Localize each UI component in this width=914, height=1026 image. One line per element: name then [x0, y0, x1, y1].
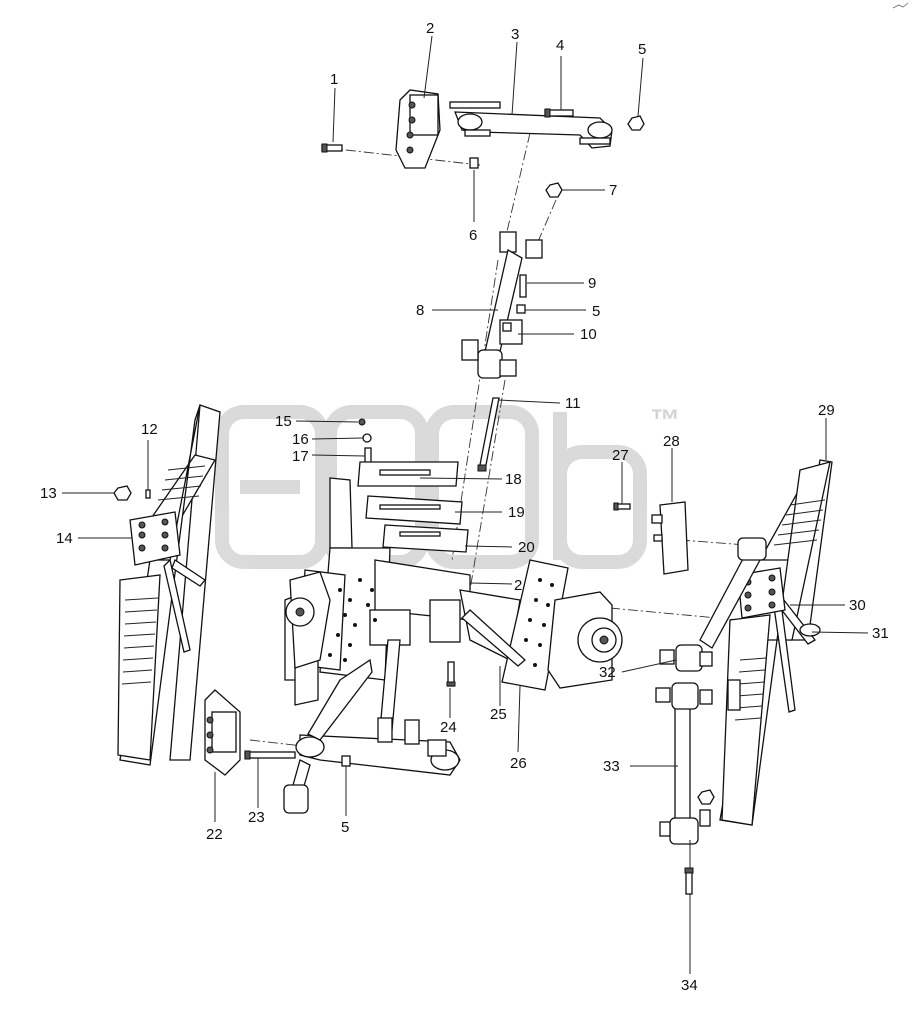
nut-near-33 [697, 789, 715, 805]
callout-7: 7 [609, 182, 617, 199]
callout-10: 10 [580, 326, 597, 343]
bracket-10 [499, 319, 523, 345]
side-plate-holes [518, 578, 554, 667]
callout-12: 12 [141, 421, 158, 438]
nut-5-middle [516, 304, 526, 314]
callout-18: 18 [505, 471, 522, 488]
fastener-stack-15-17 [358, 418, 372, 465]
callout-25: 25 [490, 706, 507, 723]
plate-28 [651, 501, 689, 575]
left-track-treads [121, 465, 206, 685]
pin-12 [145, 489, 151, 499]
callout-32: 32 [599, 664, 616, 681]
bolt-4 [544, 108, 574, 118]
callout-31: 31 [872, 625, 889, 642]
right-track-treads [734, 499, 826, 721]
corner-mark [892, 2, 909, 9]
plate-19 [365, 495, 463, 525]
bolt-23 [244, 750, 296, 760]
callout-13: 13 [40, 485, 57, 502]
lower-link-arm [283, 658, 461, 814]
nut-7 [545, 182, 563, 198]
long-bolt-11 [477, 397, 500, 472]
bracket-upper [395, 89, 441, 169]
trademark-symbol: ™ [650, 404, 680, 437]
vertical-link-arm [461, 231, 543, 379]
plate-20 [382, 524, 469, 553]
callout-24: 24 [440, 719, 457, 736]
nut-6 [469, 157, 479, 169]
upper-link-arm [449, 101, 613, 149]
right-drive-hub [547, 591, 623, 689]
nut-13 [113, 485, 132, 501]
left-drive-hub [285, 571, 331, 669]
callout-28: 28 [663, 433, 680, 450]
right-link-arm-32 [659, 537, 767, 672]
callout-3: 3 [511, 26, 519, 43]
right-track [719, 459, 833, 826]
leader-lines [62, 35, 869, 974]
callout-26: 26 [510, 755, 527, 772]
callout-1: 1 [330, 71, 338, 88]
callout-14: 14 [56, 530, 73, 547]
bolt-34 [684, 867, 694, 895]
bolt-1 [321, 143, 343, 153]
callout-15: 15 [275, 413, 292, 430]
callout-11: 11 [565, 395, 581, 412]
bracket-lower-22 [204, 689, 241, 776]
callout-27: 27 [612, 447, 629, 464]
callout-34: 34 [681, 977, 698, 994]
frame-bolt-holes [328, 578, 377, 662]
bolt-24 [446, 661, 456, 687]
callout-20: 20 [518, 539, 535, 556]
callout-5-top: 5 [638, 41, 646, 58]
plate-18 [357, 461, 459, 487]
nut-5-lower [341, 755, 351, 767]
callout-16: 16 [292, 431, 309, 448]
left-track [117, 404, 221, 766]
callout-9: 9 [588, 275, 596, 292]
callout-19: 19 [508, 504, 525, 521]
callout-5-lower: 5 [341, 819, 349, 836]
track-clamp-14 [129, 511, 181, 566]
callout-22: 22 [206, 826, 223, 843]
callout-8: 8 [416, 302, 424, 319]
callout-6: 6 [469, 227, 477, 244]
bolt-27 [613, 502, 631, 511]
right-link-arm-33 [655, 682, 713, 845]
callout-2-top: 2 [426, 20, 434, 37]
callout-labels: 1 2 3 4 5 6 7 8 9 5 10 11 12 13 14 15 16… [40, 20, 889, 994]
nut-5-top [627, 115, 645, 131]
pin-9 [519, 274, 527, 298]
callout-5-middle: 5 [592, 303, 600, 320]
callout-30: 30 [849, 597, 866, 614]
callout-2-middle: 2 [514, 577, 522, 594]
callout-29: 29 [818, 402, 835, 419]
callout-23: 23 [248, 809, 265, 826]
callout-33: 33 [603, 758, 620, 775]
callout-17: 17 [292, 448, 309, 465]
callout-4: 4 [556, 37, 564, 54]
